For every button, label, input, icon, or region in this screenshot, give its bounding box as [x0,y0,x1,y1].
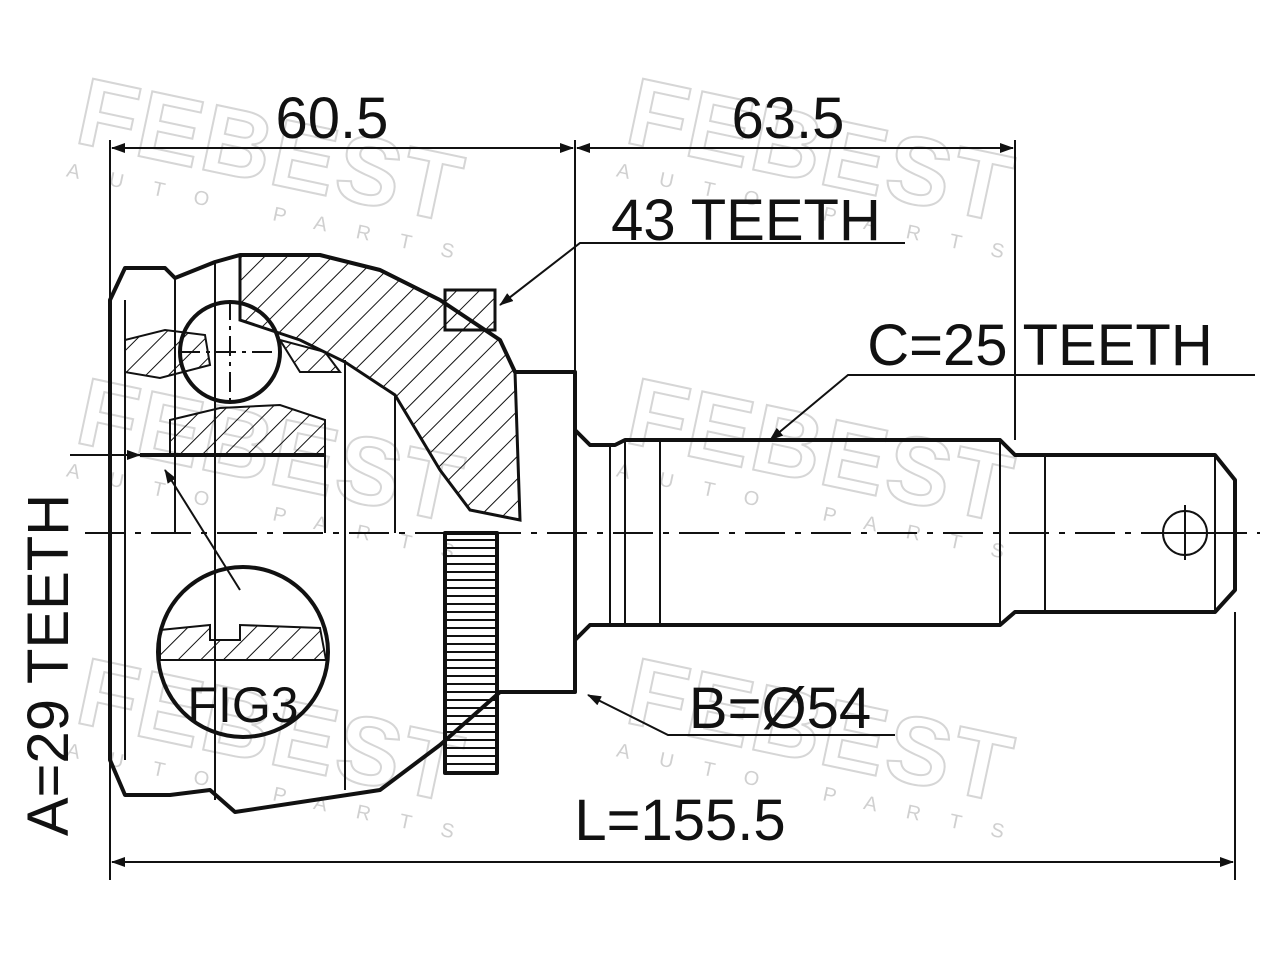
ball [178,300,282,405]
shaft [573,372,1237,692]
fig3-label: FIG3 [187,677,298,733]
abs-ring-outline [443,531,499,775]
abs-teeth-label: 43 TEETH [611,188,881,253]
inner-spline-label: A=29 TEETH [16,494,81,836]
fig3-detail: FIG3 [156,565,330,739]
abs-flange [443,288,497,332]
overall-length-label: L=155.5 [574,788,785,853]
shaft-spline-label: C=25 TEETH [867,313,1212,378]
dimension-63-5: 63.5 [732,86,845,151]
seal-diameter-label: B=Ø54 [689,676,871,741]
leader-lines [70,242,1255,736]
dimension-lines [109,140,1236,880]
abs-ring [445,539,497,765]
dimension-60-5: 60.5 [276,86,389,151]
